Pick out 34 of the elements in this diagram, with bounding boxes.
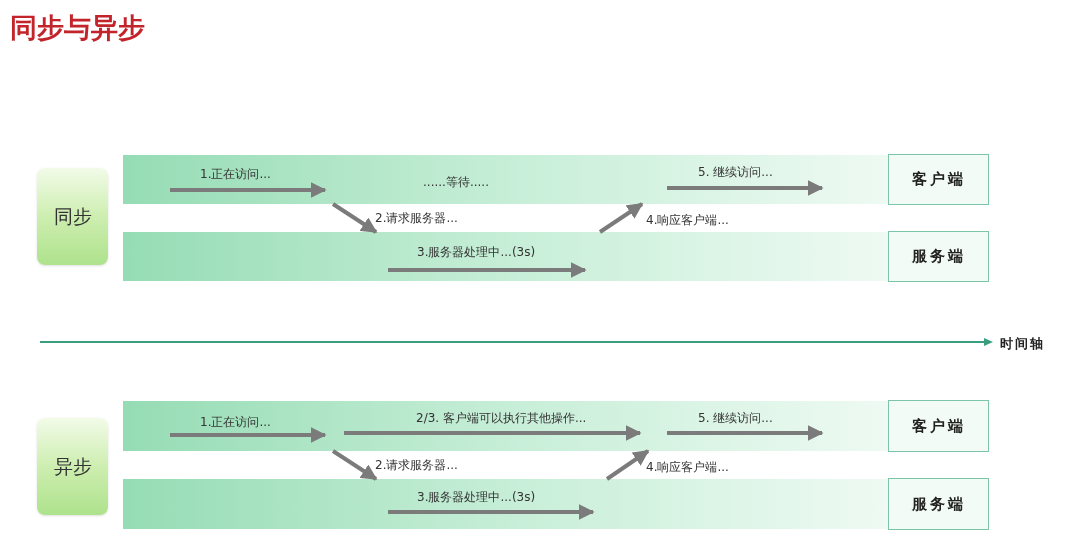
- title: 同步与异步: [10, 11, 145, 45]
- arrow: [598, 202, 644, 234]
- edge-label: 4.响应客户端...: [645, 458, 730, 476]
- lane-band: [123, 232, 888, 281]
- role-box: [888, 478, 989, 530]
- arrow: [605, 449, 650, 481]
- mode-label: 异步: [53, 454, 92, 480]
- lane-band: [123, 155, 888, 204]
- mode-box: [37, 418, 108, 515]
- role-label: 服务端: [911, 246, 966, 268]
- step-label: 3.服务器处理中...(3s): [417, 244, 536, 261]
- step-label: 1.正在访问...: [200, 414, 271, 431]
- step-label: 5. 继续访问...: [698, 410, 773, 427]
- step-label: ......等待.....: [423, 174, 489, 191]
- lane-band: [123, 479, 888, 529]
- step-label: 5. 继续访问...: [698, 164, 773, 181]
- mode-box: [37, 168, 108, 265]
- role-label: 客户端: [911, 169, 966, 191]
- mode-label: 同步: [53, 204, 92, 230]
- step-label: 2/3. 客户端可以执行其他操作...: [416, 410, 587, 427]
- role-box: [888, 154, 989, 205]
- edge-label: 4.响应客户端...: [645, 211, 730, 229]
- arrow: [331, 449, 378, 481]
- lane-band: [123, 401, 888, 451]
- arrow: [331, 202, 378, 234]
- step-label: 3.服务器处理中...(3s): [417, 489, 536, 506]
- role-box: [888, 400, 989, 452]
- role-label: 服务端: [911, 493, 966, 515]
- step-label: 1.正在访问...: [200, 166, 271, 183]
- edge-label: 2.请求服务器...: [374, 209, 459, 227]
- role-label: 客户端: [911, 415, 966, 437]
- role-box: [888, 231, 989, 282]
- axis-label: 时间轴: [1000, 335, 1045, 353]
- edge-label: 2.请求服务器...: [374, 456, 459, 474]
